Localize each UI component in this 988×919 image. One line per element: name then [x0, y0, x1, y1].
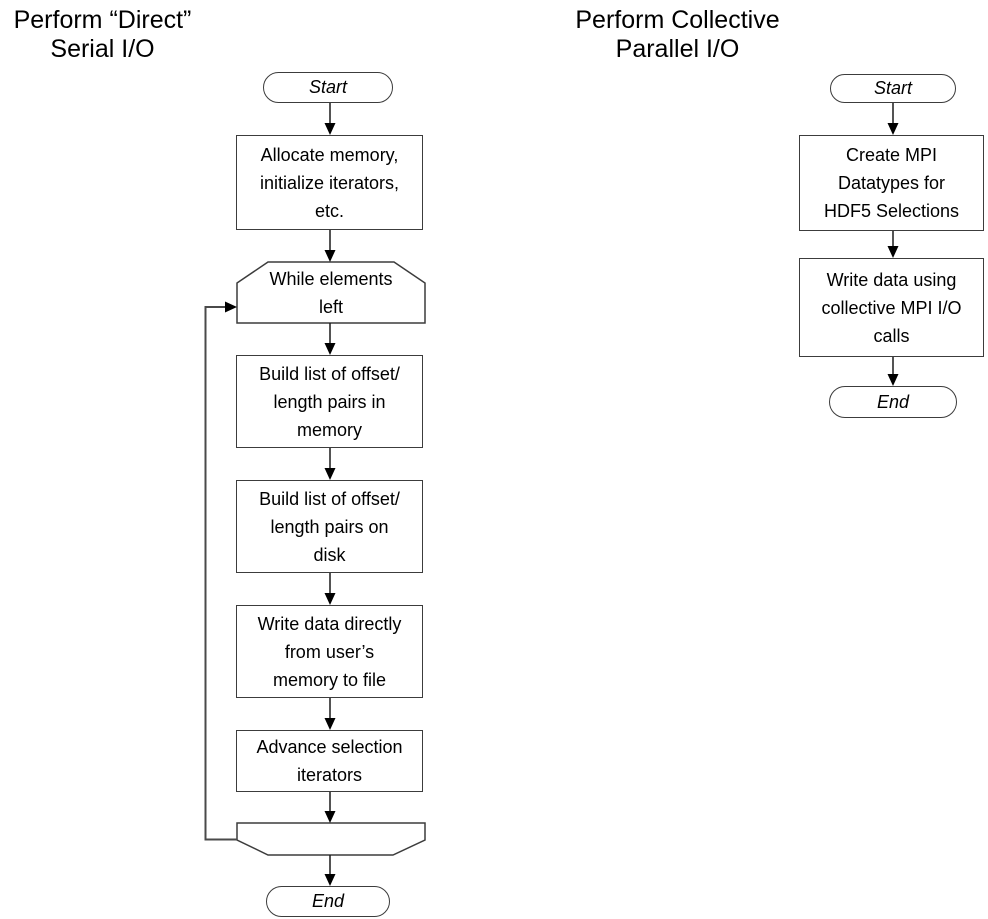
process-build-list-memory: Build list of offset/ length pairs in me… [236, 355, 423, 448]
loop-back-connector [204, 301, 237, 841]
arrow-advance-to-loop-end [324, 792, 336, 823]
process-write-collective-mpi: Write data using collective MPI I/O call… [799, 258, 984, 357]
arrow-loop-end-to-end [324, 855, 336, 886]
process-allocate-memory: Allocate memory, initialize iterators, e… [236, 135, 423, 230]
arrow-build-disk-to-write [324, 573, 336, 605]
arrow-left-start-to-allocate [324, 103, 336, 135]
process-build-list-disk: Build list of offset/ length pairs on di… [236, 480, 423, 573]
arrow-create-to-write-collective [887, 231, 899, 258]
arrow-right-start-to-create [887, 103, 899, 135]
process-create-mpi-datatypes: Create MPI Datatypes for HDF5 Selections [799, 135, 984, 231]
process-write-data-directly: Write data directly from user’s memory t… [236, 605, 423, 698]
process-advance-iterators: Advance selection iterators [236, 730, 423, 792]
left-start-terminator: Start [263, 72, 393, 103]
left-chart-title: Perform “Direct” Serial I/O [13, 6, 192, 63]
right-chart-title: Perform Collective Parallel I/O [575, 6, 780, 63]
left-end-terminator: End [266, 886, 390, 917]
arrow-write-collective-to-end [887, 357, 899, 386]
loop-end-shape [236, 822, 426, 856]
arrow-allocate-to-while [324, 230, 336, 262]
arrow-build-memory-to-build-disk [324, 448, 336, 480]
right-end-terminator: End [829, 386, 957, 418]
arrow-write-to-advance [324, 698, 336, 730]
arrow-while-to-build-memory [324, 323, 336, 355]
loop-limit-shape [236, 261, 426, 324]
right-start-terminator: Start [830, 74, 956, 103]
